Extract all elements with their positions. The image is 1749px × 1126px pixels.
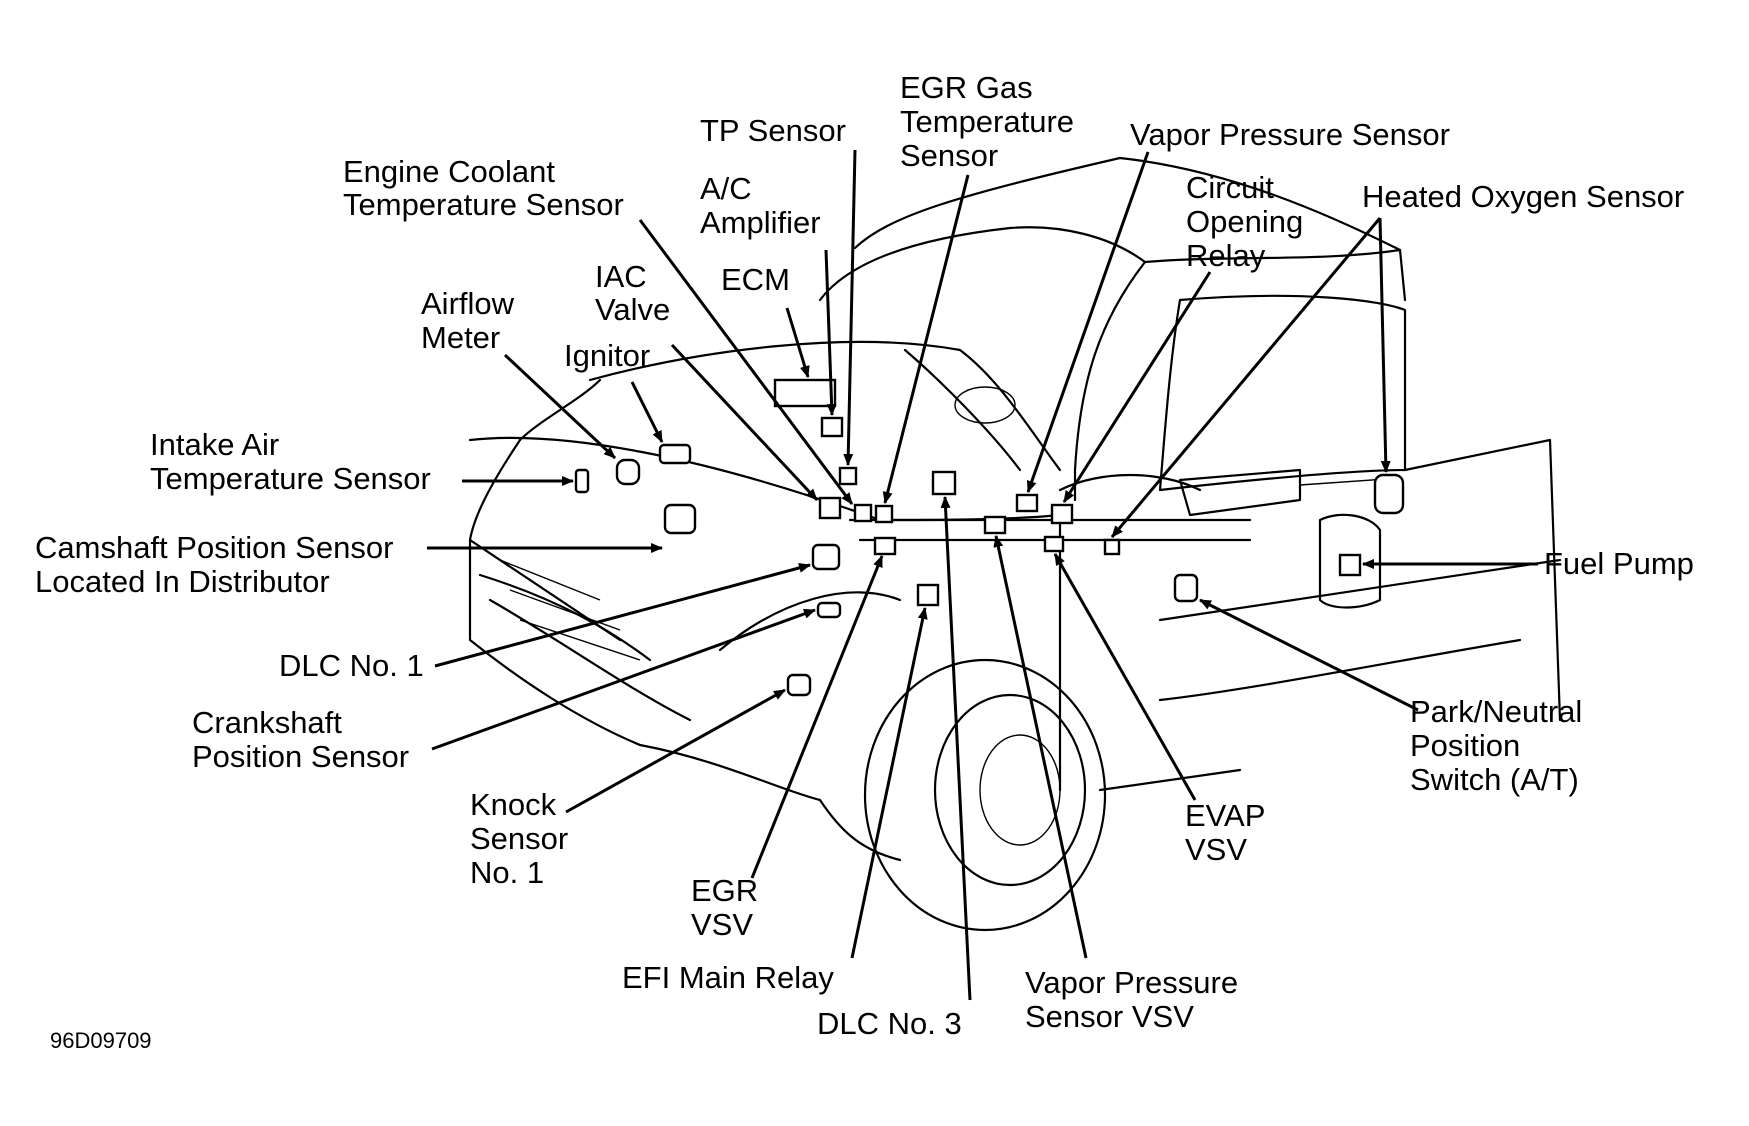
ac-amplifier-glyph	[820, 416, 844, 438]
vapor-pressure-vsv-glyph	[983, 515, 1007, 535]
figure-id: 96D09709	[50, 1028, 152, 1053]
leader-lines	[427, 149, 1538, 1001]
leader-evap-vsv	[1053, 553, 1197, 801]
leader-ac-amplifier	[824, 249, 837, 416]
label-egr-gas-temperature-sensor: EGR Gas Temperature Sensor	[900, 70, 1083, 173]
park-neutral-switch-glyph	[1173, 573, 1199, 603]
dlc3-glyph	[931, 470, 957, 496]
label-tp-sensor: TP Sensor	[700, 113, 846, 148]
intake-air-temperature-sensor-glyph	[574, 468, 590, 494]
coolant-sensor-glyph	[853, 503, 873, 523]
leader-airflow-meter	[503, 353, 617, 460]
leader-heated-oxygen-2	[1378, 217, 1391, 473]
label-park-neutral-position-switch: Park/Neutral Position Switch (A/T)	[1410, 694, 1591, 797]
iac-valve-glyph	[818, 496, 842, 520]
airflow-meter-glyph	[615, 458, 641, 486]
label-vapor-pressure-sensor-vsv: Vapor Pressure Sensor VSV	[1025, 965, 1247, 1034]
label-crankshaft-position-sensor: Crankshaft Position Sensor	[192, 705, 409, 774]
leader-ecm	[785, 307, 810, 378]
label-ignitor: Ignitor	[564, 338, 650, 373]
leader-crankshaft	[431, 608, 816, 751]
dlc1-glyph	[811, 543, 841, 571]
leader-ignitor	[630, 381, 664, 443]
ecm-glyph	[773, 378, 837, 408]
tp-sensor-glyph	[838, 466, 858, 486]
label-intake-air-temperature-sensor: Intake Air Temperature Sensor	[150, 427, 431, 496]
leader-iac-valve	[670, 343, 819, 502]
label-iac-valve: IAC Valve	[595, 259, 670, 327]
leader-coolant-sensor	[638, 219, 854, 505]
vehicle-outline	[468, 156, 1562, 932]
leader-egr-gas-temp	[882, 174, 970, 504]
label-circuit-opening-relay: Circuit Opening Relay	[1186, 170, 1312, 273]
label-engine-coolant-temperature-sensor: Engine Coolant Temperature Sensor	[343, 154, 624, 222]
leader-tp-sensor	[843, 149, 857, 466]
label-egr-vsv: EGR VSV	[691, 873, 767, 942]
leader-knock-sensor	[565, 688, 786, 814]
efi-main-relay-glyph	[916, 583, 940, 607]
leader-circuit-opening-relay	[1062, 271, 1212, 503]
leader-heated-oxygen-1	[1110, 217, 1382, 538]
circuit-opening-relay-glyph	[1050, 503, 1074, 525]
label-ecm: ECM	[721, 262, 790, 297]
heated-oxygen-sensor-glyph	[1103, 538, 1121, 556]
label-heated-oxygen-sensor: Heated Oxygen Sensor	[1362, 179, 1684, 214]
knock-sensor-glyph	[786, 673, 812, 697]
leader-dlc1	[434, 563, 811, 668]
label-airflow-meter: Airflow Meter	[421, 286, 523, 355]
label-knock-sensor-no-1: Knock Sensor No. 1	[470, 787, 577, 890]
crankshaft-sensor-glyph	[816, 601, 842, 619]
label-dlc-no-1: DLC No. 1	[279, 648, 424, 683]
headlight-glyph	[1373, 473, 1405, 515]
label-fuel-pump: Fuel Pump	[1544, 546, 1694, 581]
label-ac-amplifier: A/C Amplifier	[700, 171, 821, 240]
leader-egr-vsv	[750, 555, 884, 879]
label-dlc-no-3: DLC No. 3	[817, 1006, 962, 1041]
vapor-pressure-sensor-glyph	[1015, 493, 1039, 513]
label-camshaft-position-sensor: Camshaft Position Sensor Located In Dist…	[35, 530, 402, 599]
fuel-pump-glyph	[1338, 553, 1362, 577]
leader-efi-main-relay	[850, 607, 928, 959]
leader-vapor-pressure-sensor	[1026, 151, 1150, 493]
egr-gas-temp-glyph	[874, 504, 894, 524]
component-glyphs	[574, 378, 1405, 697]
label-evap-vsv: EVAP VSV	[1185, 798, 1273, 867]
distributor-glyph	[663, 503, 697, 535]
leader-vapor-pressure-vsv	[993, 535, 1088, 959]
ignitor-glyph	[658, 443, 692, 465]
egr-vsv-glyph	[873, 536, 897, 556]
callout-labels: Intake Air Temperature Sensor Airflow Me…	[35, 70, 1694, 1053]
label-efi-main-relay: EFI Main Relay	[622, 960, 834, 995]
label-vapor-pressure-sensor: Vapor Pressure Sensor	[1130, 117, 1450, 152]
leader-park-neutral	[1199, 598, 1419, 712]
evap-vsv-glyph	[1043, 535, 1065, 553]
leader-dlc3	[940, 496, 972, 1001]
